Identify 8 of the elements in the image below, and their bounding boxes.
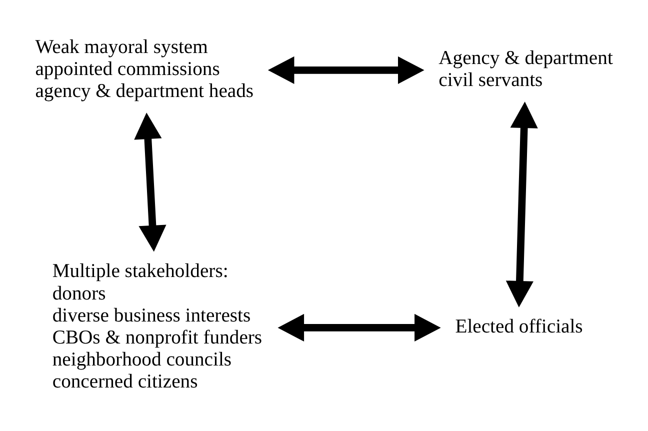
arrow [134, 112, 166, 252]
arrow [268, 56, 424, 84]
arrow [506, 102, 538, 308]
node-text: Multiple stakeholders: donors diverse business interests CBOs & nonprofit funders neighborhood councils concerned citizens [52, 261, 262, 393]
arrow [278, 314, 441, 342]
node-text: Weak mayoral system appointed commissions agency & department heads [35, 36, 254, 102]
node-text: Elected officials [455, 316, 583, 338]
node-text: Agency & department civil servants [438, 48, 613, 91]
